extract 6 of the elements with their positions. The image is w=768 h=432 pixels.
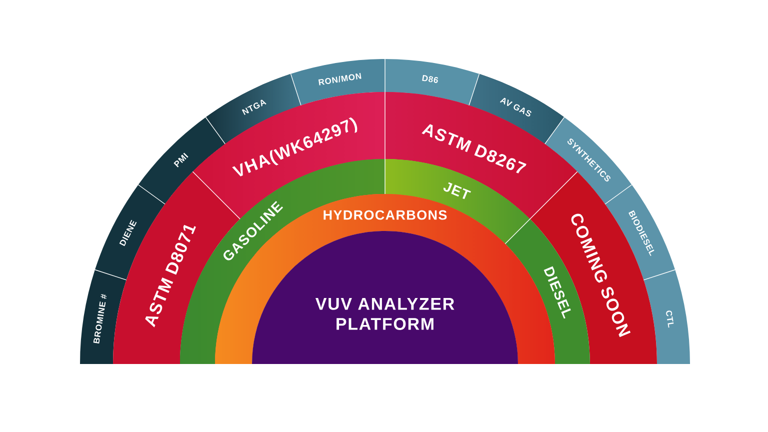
node-label: BROMINE # bbox=[93, 294, 107, 344]
ring-segment: RON/MON bbox=[290, 59, 385, 106]
ring-segment: BROMINE # bbox=[80, 270, 126, 364]
node-label: CTL bbox=[666, 310, 674, 328]
ring-segment: D86 bbox=[385, 59, 480, 106]
ring-segment: CTL bbox=[644, 270, 690, 364]
